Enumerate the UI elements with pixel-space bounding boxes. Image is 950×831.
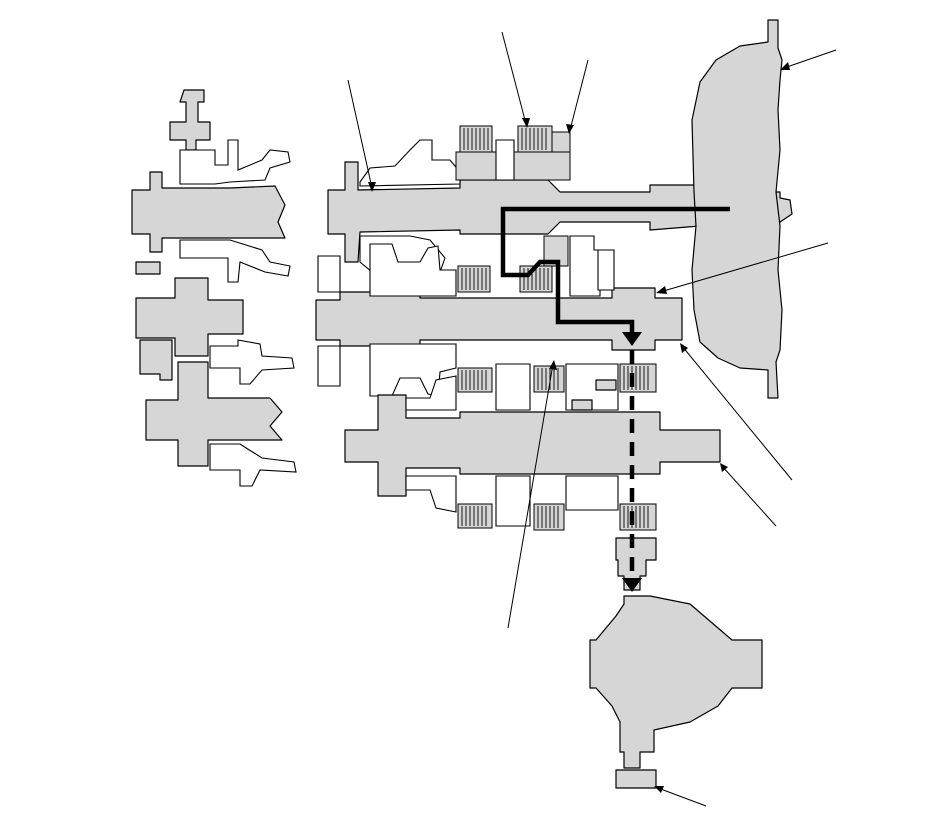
power-flow-path [500, 206, 730, 332]
countershaft-left-hub [317, 255, 341, 293]
left-middle-ring [135, 261, 161, 275]
differential-lower-flange [615, 769, 657, 789]
leader-gear-b [569, 59, 589, 131]
countershaft-right-hub-b [597, 249, 615, 291]
countershaft-upper-gears [369, 243, 457, 297]
left-lower-gear-outline [179, 239, 291, 283]
leader-secondary-shaft [721, 465, 777, 527]
secondary-right-ring [595, 379, 617, 391]
differential-upper-gear [615, 537, 657, 591]
power-flow-arrowhead-upper [622, 332, 642, 346]
differential-case [589, 595, 763, 769]
leader-mainshaft [347, 79, 373, 189]
mainshaft-gear-2 [513, 125, 571, 181]
leader-gear-a [501, 31, 527, 125]
secondary-synchro-lower [495, 475, 531, 527]
mainshaft-top-clutch [495, 139, 515, 181]
leader-secondary-gear [507, 363, 554, 629]
secondary-shaft-assembly [344, 363, 721, 531]
countershaft-gear-1 [457, 265, 491, 293]
left-top-hub [169, 89, 211, 151]
torque-converter [691, 19, 783, 399]
power-flow [500, 206, 730, 592]
secondary-shaft [344, 394, 721, 497]
left-middle-shaft [135, 277, 244, 357]
power-flow-arrowhead-lower [622, 578, 642, 592]
secondary-hub-right [565, 363, 619, 411]
leader-lines [347, 31, 837, 807]
left-lower-collar [139, 339, 173, 381]
differential-assembly [589, 537, 763, 789]
left-lower-outline-a [209, 339, 295, 385]
secondary-lower-outline [405, 475, 457, 513]
left-upper-shaft [131, 171, 286, 253]
countershaft [315, 287, 683, 351]
mainshaft-gear-1 [455, 125, 497, 181]
countershaft-right-hub [569, 235, 601, 297]
countershaft-left-hub-lower [317, 345, 341, 387]
left-lower-outline-b [209, 443, 297, 487]
secondary-upper-outline [405, 375, 457, 411]
leader-differential [657, 787, 707, 807]
secondary-hub-right-lower [565, 475, 619, 511]
left-shaft-assembly [131, 89, 297, 487]
mainshaft [327, 161, 793, 263]
leader-torque-converter [783, 49, 837, 69]
secondary-synchro-upper [495, 363, 531, 411]
left-upper-gear-outline [179, 139, 291, 185]
leader-countershaft-gear [659, 242, 829, 293]
leader-countershaft-end [681, 345, 793, 481]
secondary-gear-1 [457, 367, 493, 529]
mainshaft-upper-hub [359, 139, 461, 187]
countershaft-assembly [315, 235, 683, 397]
left-lower-shaft [145, 361, 283, 467]
secondary-mid-ring [571, 399, 593, 411]
